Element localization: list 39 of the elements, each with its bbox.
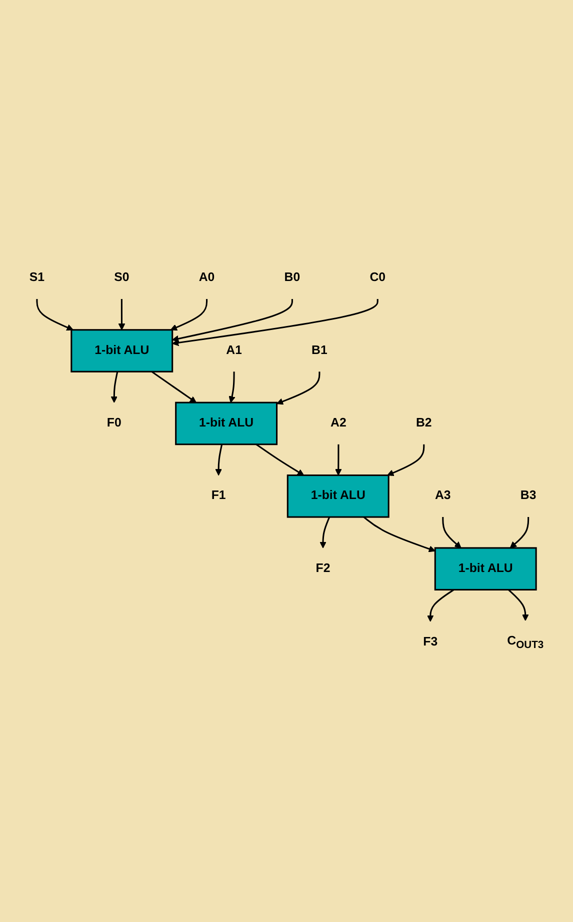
- arrow: [363, 516, 436, 553]
- node-box: 1-bit ALU: [434, 548, 537, 591]
- arrow: [110, 372, 118, 404]
- arrow: [510, 517, 530, 549]
- arrow: [442, 517, 462, 549]
- arrow: [228, 372, 236, 404]
- node-text: S0: [114, 271, 130, 285]
- node-text: F0: [106, 416, 122, 430]
- node-box: 1-bit ALU: [70, 329, 174, 373]
- node-box: 1-bit ALU: [286, 474, 390, 518]
- node-text: B2: [416, 416, 432, 430]
- arrow: [508, 590, 529, 622]
- node-text: F2: [316, 562, 330, 576]
- node-text: B0: [284, 271, 300, 285]
- arrow: [118, 299, 126, 331]
- node-text: B3: [520, 490, 536, 503]
- node-text: C$_{OUT3}$: [507, 634, 544, 651]
- node-text: A2: [330, 416, 346, 430]
- arrow: [320, 517, 330, 549]
- node-text: A3: [434, 490, 451, 503]
- arrow: [172, 299, 378, 346]
- arrow: [36, 299, 74, 331]
- arrow: [387, 444, 425, 476]
- node-text: F3: [423, 636, 438, 649]
- node-text: F1: [211, 490, 226, 503]
- node-text: C0: [370, 271, 386, 285]
- node-text: B1: [312, 344, 328, 358]
- node-box: 1-bit ALU: [175, 402, 278, 446]
- node-text: S1: [29, 271, 45, 285]
- arrow: [170, 299, 208, 331]
- arrow: [172, 299, 293, 342]
- arrow: [256, 444, 304, 476]
- arrow: [215, 444, 223, 476]
- node-text: A0: [198, 271, 215, 285]
- arrow: [426, 589, 454, 622]
- arrow: [276, 372, 320, 406]
- arrow: [151, 371, 197, 404]
- arrow: [334, 444, 342, 476]
- node-text: A1: [226, 344, 242, 358]
